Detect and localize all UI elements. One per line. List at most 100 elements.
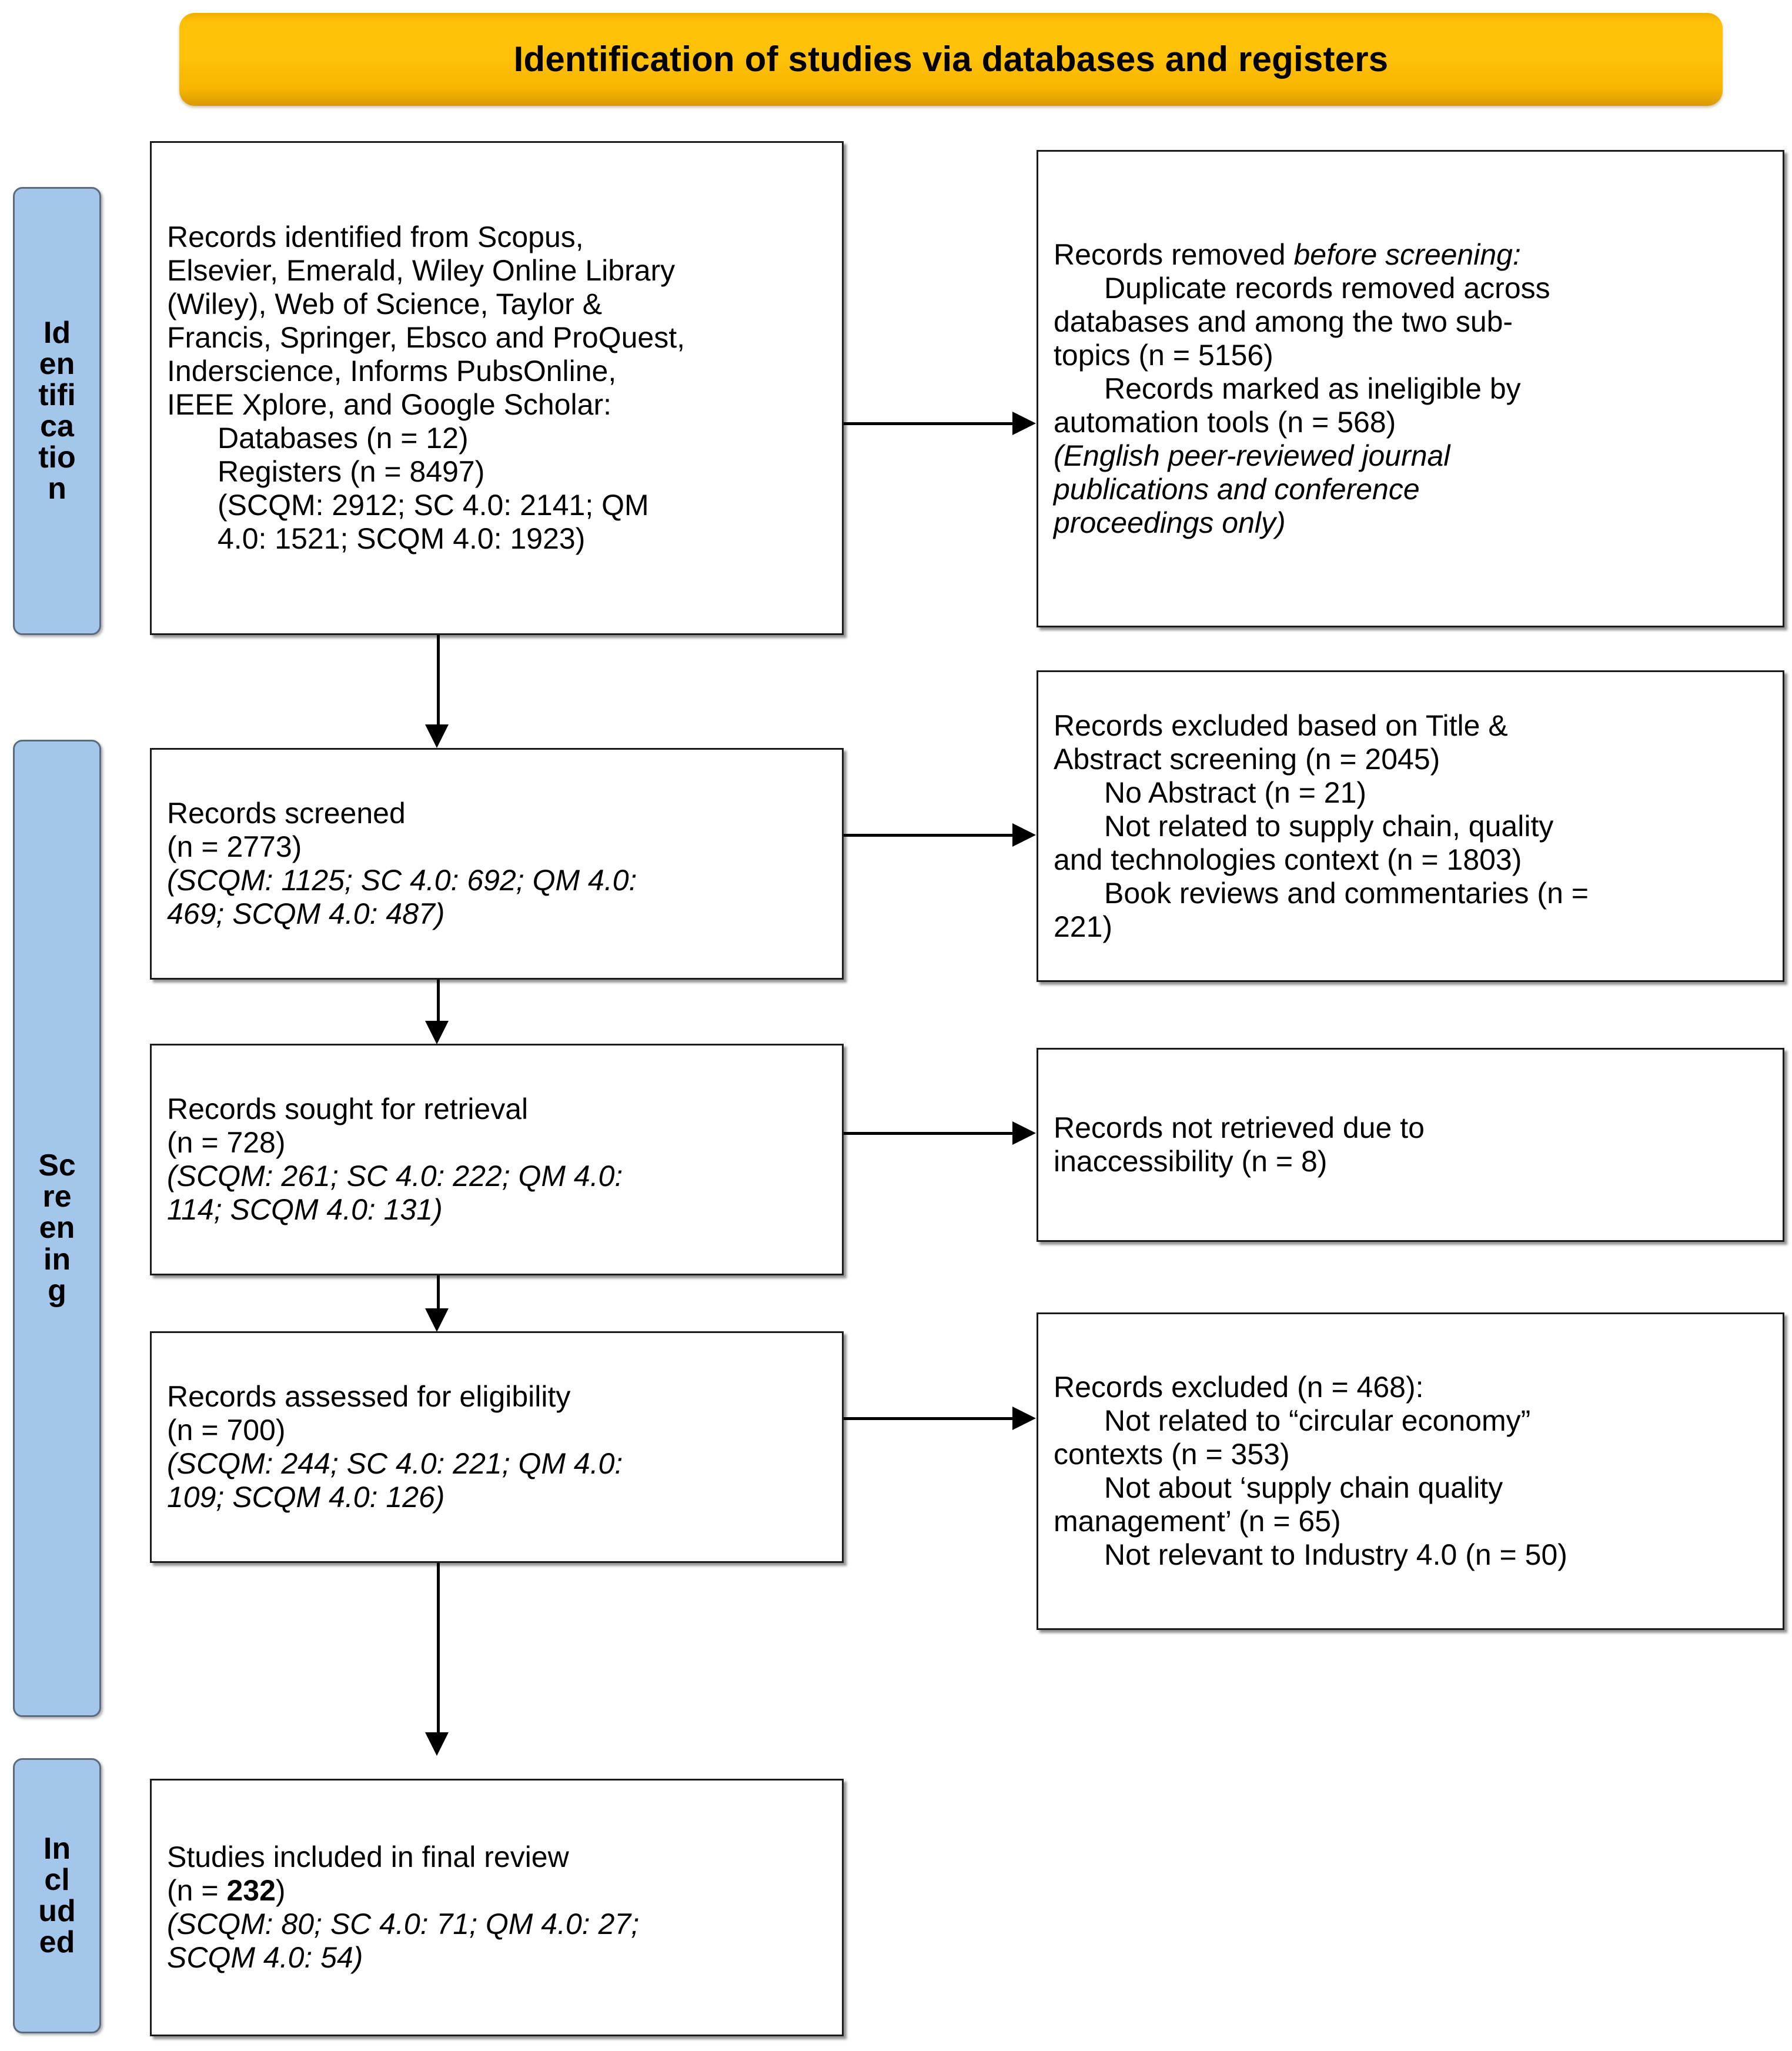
box-line-text: (SCQM: 2912; SC 4.0: 2141; QM	[218, 489, 649, 522]
box-line: databases and among the two sub-	[1054, 305, 1767, 339]
box-records-excluded-eligibility-content: Records excluded (n = 468):Not related t…	[1038, 1371, 1783, 1572]
box-line: Elsevier, Emerald, Wiley Online Library	[167, 254, 827, 288]
box-records-identified: Records identified from Scopus,Elsevier,…	[150, 141, 844, 635]
stage-label-included: Included	[13, 1758, 101, 2033]
box-line: (SCQM: 1125; SC 4.0: 692; QM 4.0:	[167, 864, 827, 897]
box-line: Records screened	[167, 797, 827, 830]
box-line-text: 4.0: 1521; SCQM 4.0: 1923)	[218, 522, 586, 555]
box-line: (Wiley), Web of Science, Taylor &	[167, 288, 827, 321]
box-records-excluded-title-abstract-content: Records excluded based on Title &Abstrac…	[1038, 709, 1783, 944]
box-line-text: (Wiley), Web of Science, Taylor &	[167, 288, 603, 320]
box-line: Francis, Springer, Ebsco and ProQuest,	[167, 321, 827, 355]
box-line: (n = 232)	[167, 1874, 827, 1908]
box-records-removed-before-screening: Records removed before screening:Duplica…	[1037, 150, 1784, 627]
connector-identified-to-removed-line	[844, 422, 1014, 425]
box-line-text: topics (n = 5156)	[1054, 338, 1273, 372]
box-records-assessed-eligibility-content: Records assessed for eligibility(n = 700…	[152, 1380, 842, 1514]
box-line: Studies included in final review	[167, 1840, 827, 1874]
box-line-text: management’ (n = 65)	[1054, 1505, 1341, 1538]
box-line: Not related to “circular economy”	[1054, 1404, 1767, 1438]
box-line: (English peer-reviewed journal	[1054, 439, 1767, 473]
box-line-text: Duplicate records removed across	[1104, 271, 1550, 305]
box-line: Records sought for retrieval	[167, 1093, 827, 1126]
connector-sought-to-assessed-line	[437, 1275, 440, 1309]
box-records-sought-retrieval-content: Records sought for retrieval(n = 728)(SC…	[152, 1093, 842, 1227]
box-line-text: Book reviews and commentaries (n =	[1104, 876, 1589, 910]
box-studies-included-final-content: Studies included in final review(n = 232…	[152, 1840, 842, 1975]
box-records-removed-content: Records removed before screening:Duplica…	[1038, 238, 1783, 540]
box-line: Inderscience, Informs PubsOnline,	[167, 355, 827, 388]
box-line-emphasis: 232	[226, 1874, 276, 1907]
box-line-text: Inderscience, Informs PubsOnline,	[167, 355, 617, 388]
box-line: Records assessed for eligibility	[167, 1380, 827, 1414]
box-line-text: Not related to supply chain, quality	[1104, 809, 1554, 843]
box-line: inaccessibility (n = 8)	[1054, 1145, 1767, 1178]
box-line-text: Not related to “circular economy”	[1104, 1404, 1531, 1437]
box-line-text: Elsevier, Emerald, Wiley Online Library	[167, 254, 676, 287]
box-line: Not related to supply chain, quality	[1054, 810, 1767, 843]
box-line-text: Records removed	[1054, 238, 1294, 271]
box-line: Databases (n = 12)	[167, 422, 827, 455]
stage-label-screening-text: Screening	[38, 1148, 76, 1308]
box-records-sought-retrieval: Records sought for retrieval(n = 728)(SC…	[150, 1044, 844, 1275]
box-line: Records removed before screening:	[1054, 238, 1767, 272]
box-line-emphasis: before screening:	[1293, 238, 1521, 271]
box-records-excluded-title-abstract: Records excluded based on Title &Abstrac…	[1037, 670, 1784, 982]
box-line-text: Not about ‘supply chain quality	[1104, 1471, 1503, 1504]
box-line-text: 109; SCQM 4.0: 126)	[167, 1481, 445, 1514]
box-line-text: Abstract screening (n = 2045)	[1054, 742, 1440, 776]
box-line-text: (SCQM: 261; SC 4.0: 222; QM 4.0:	[167, 1160, 623, 1192]
box-line-text: Databases (n = 12)	[218, 422, 469, 455]
box-line: 4.0: 1521; SCQM 4.0: 1923)	[167, 522, 827, 556]
box-records-screened: Records screened(n = 2773)(SCQM: 1125; S…	[150, 748, 844, 980]
box-line-text: Records assessed for eligibility	[167, 1380, 571, 1413]
box-line-text: (n = 700)	[167, 1414, 286, 1447]
box-line: management’ (n = 65)	[1054, 1505, 1767, 1538]
connector-identified-to-removed-arrow	[1012, 412, 1036, 435]
banner-title: Identification of studies via databases …	[513, 39, 1389, 79]
box-line-text: (n =	[167, 1874, 227, 1907]
connector-assessed-to-excluded-line	[844, 1417, 1014, 1420]
box-line: 114; SCQM 4.0: 131)	[167, 1193, 827, 1227]
connector-assessed-to-included-line	[437, 1563, 440, 1733]
box-line: Registers (n = 8497)	[167, 455, 827, 489]
connector-identified-to-screened-line	[437, 635, 440, 726]
box-line: (n = 700)	[167, 1414, 827, 1447]
box-line: Records marked as ineligible by	[1054, 372, 1767, 406]
box-line: Duplicate records removed across	[1054, 272, 1767, 305]
box-line-text: Records sought for retrieval	[167, 1093, 529, 1125]
box-line-text: databases and among the two sub-	[1054, 305, 1513, 338]
box-line-text: (SCQM: 1125; SC 4.0: 692; QM 4.0:	[167, 864, 637, 897]
box-line: (n = 728)	[167, 1126, 827, 1160]
box-records-assessed-eligibility: Records assessed for eligibility(n = 700…	[150, 1331, 844, 1563]
box-line: Abstract screening (n = 2045)	[1054, 743, 1767, 776]
connector-screened-to-sought-arrow	[425, 1021, 449, 1044]
connector-identified-to-screened-arrow	[425, 724, 449, 748]
connector-screened-to-sought-line	[437, 980, 440, 1023]
box-records-identified-content: Records identified from Scopus,Elsevier,…	[152, 221, 842, 556]
connector-sought-to-notretrieved-arrow	[1012, 1121, 1036, 1145]
connector-screened-to-excluded-line	[844, 834, 1014, 837]
box-line-text-suffix: )	[275, 1874, 286, 1907]
box-line: Records excluded (n = 468):	[1054, 1371, 1767, 1404]
box-line: Records not retrieved due to	[1054, 1111, 1767, 1145]
box-line-text: proceedings only)	[1054, 506, 1286, 539]
stage-label-included-text: Included	[38, 1831, 76, 1960]
box-line-text: Records excluded based on Title &	[1054, 709, 1508, 742]
box-line-text: Registers (n = 8497)	[218, 455, 485, 488]
connector-screened-to-excluded-arrow	[1012, 823, 1036, 847]
connector-assessed-to-included-arrow	[425, 1732, 449, 1756]
stage-label-identification-text: Identification	[38, 315, 76, 506]
box-line: topics (n = 5156)	[1054, 339, 1767, 372]
box-line: (SCQM: 80; SC 4.0: 71; QM 4.0: 27;	[167, 1908, 827, 1941]
box-line: (n = 2773)	[167, 830, 827, 864]
box-studies-included-final: Studies included in final review(n = 232…	[150, 1779, 844, 2036]
box-line-text: (English peer-reviewed journal	[1054, 439, 1450, 472]
box-line: 469; SCQM 4.0: 487)	[167, 897, 827, 931]
box-line-text: inaccessibility (n = 8)	[1054, 1145, 1328, 1178]
box-line: contexts (n = 353)	[1054, 1438, 1767, 1471]
connector-assessed-to-excluded-arrow	[1012, 1407, 1036, 1430]
box-line: Records identified from Scopus,	[167, 221, 827, 254]
